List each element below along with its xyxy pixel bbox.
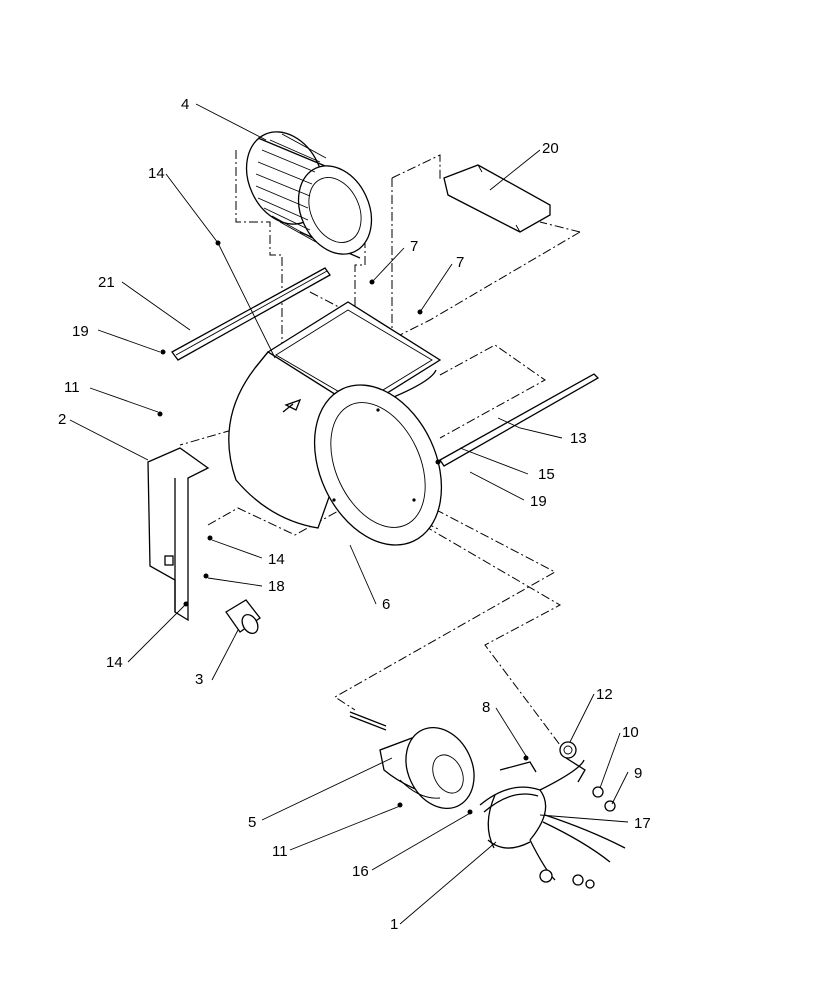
callout-19: 19	[72, 323, 89, 340]
callout-14: 14	[148, 165, 165, 182]
callout-12: 12	[596, 686, 613, 703]
hardware	[157, 240, 616, 815]
mounting-bracket	[147, 447, 210, 622]
callout-11: 11	[272, 843, 288, 860]
top-panel	[443, 164, 551, 233]
callout-1: 1	[390, 916, 398, 933]
callout-10: 10	[622, 724, 639, 741]
callout-18: 18	[268, 578, 285, 595]
callout-16: 16	[352, 863, 369, 880]
callout-9: 9	[634, 765, 642, 782]
callout-19: 19	[530, 493, 547, 510]
capacitor	[225, 599, 261, 634]
callout-13: 13	[570, 430, 587, 447]
callout-14: 14	[106, 654, 123, 671]
callout-3: 3	[195, 671, 203, 688]
callout-7: 7	[456, 254, 464, 271]
shaft-rod	[439, 373, 600, 467]
callout-11: 11	[64, 379, 80, 396]
callout-20: 20	[542, 140, 559, 157]
callout-labels: 4 20 14 7 7 21 19 11 2 13 15 19 14 18 6 …	[58, 96, 651, 933]
motor	[349, 711, 475, 810]
callout-14: 14	[268, 551, 285, 568]
callout-15: 15	[538, 466, 555, 483]
leader-lines	[69, 103, 629, 925]
callout-6: 6	[382, 596, 390, 613]
callout-4: 4	[181, 96, 189, 113]
motor-mount	[479, 757, 626, 889]
callout-21: 21	[98, 274, 115, 291]
callout-5: 5	[248, 814, 256, 831]
left-rail	[171, 267, 331, 361]
blower-wheel	[245, 131, 373, 259]
callout-7: 7	[410, 238, 418, 255]
blower-housing	[228, 301, 443, 546]
callout-17: 17	[634, 815, 651, 832]
callout-2: 2	[58, 411, 66, 428]
callout-8: 8	[482, 699, 490, 716]
